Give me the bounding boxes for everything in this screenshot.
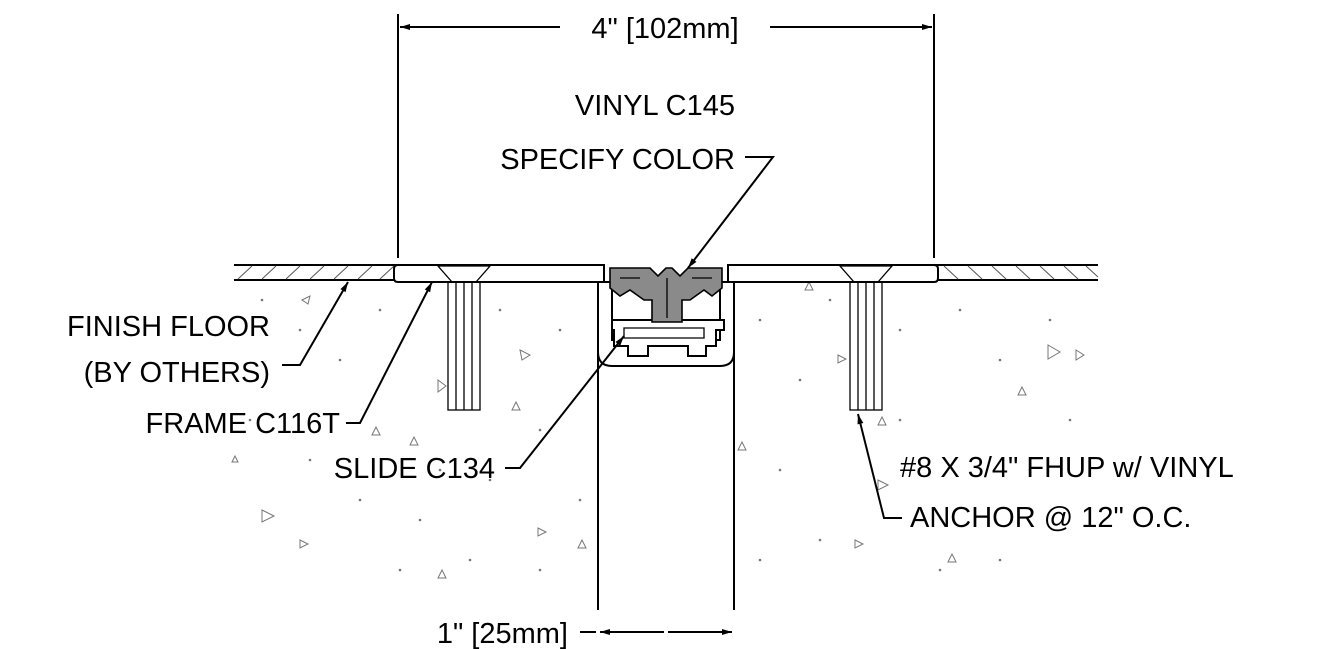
finish-floor-leader: [282, 281, 349, 366]
finish-floor-label-line1: FINISH FLOOR: [67, 311, 270, 343]
finish-floor-label-line2: (BY OTHERS): [84, 357, 270, 389]
vinyl-leader: [687, 156, 776, 269]
frame-leader: [346, 281, 433, 424]
dimension-overall-width: [397, 14, 935, 258]
slide-leader: [505, 335, 625, 469]
fastener-left: [436, 265, 492, 411]
fastener-label-line2: ANCHOR @ 12" O.C.: [910, 502, 1191, 534]
vinyl-c145: [609, 267, 723, 323]
finish-floor: [234, 264, 1099, 281]
fastener-right: [838, 265, 894, 411]
vinyl-label-line2: SPECIFY COLOR: [500, 144, 735, 176]
fastener-leader: [857, 413, 902, 519]
joint-width-label: 1" [25mm]: [437, 618, 568, 649]
frame-label: FRAME C116T: [146, 408, 341, 440]
vinyl-label-line1: VINYL C145: [575, 90, 735, 122]
slide-c134: [611, 319, 725, 357]
slide-label: SLIDE C134: [334, 453, 495, 485]
fastener-label-line1: #8 X 3/4" FHUP w/ VINYL: [900, 452, 1234, 484]
concrete-texture: [231, 280, 1085, 579]
overall-width-label: 4" [102mm]: [591, 13, 738, 45]
